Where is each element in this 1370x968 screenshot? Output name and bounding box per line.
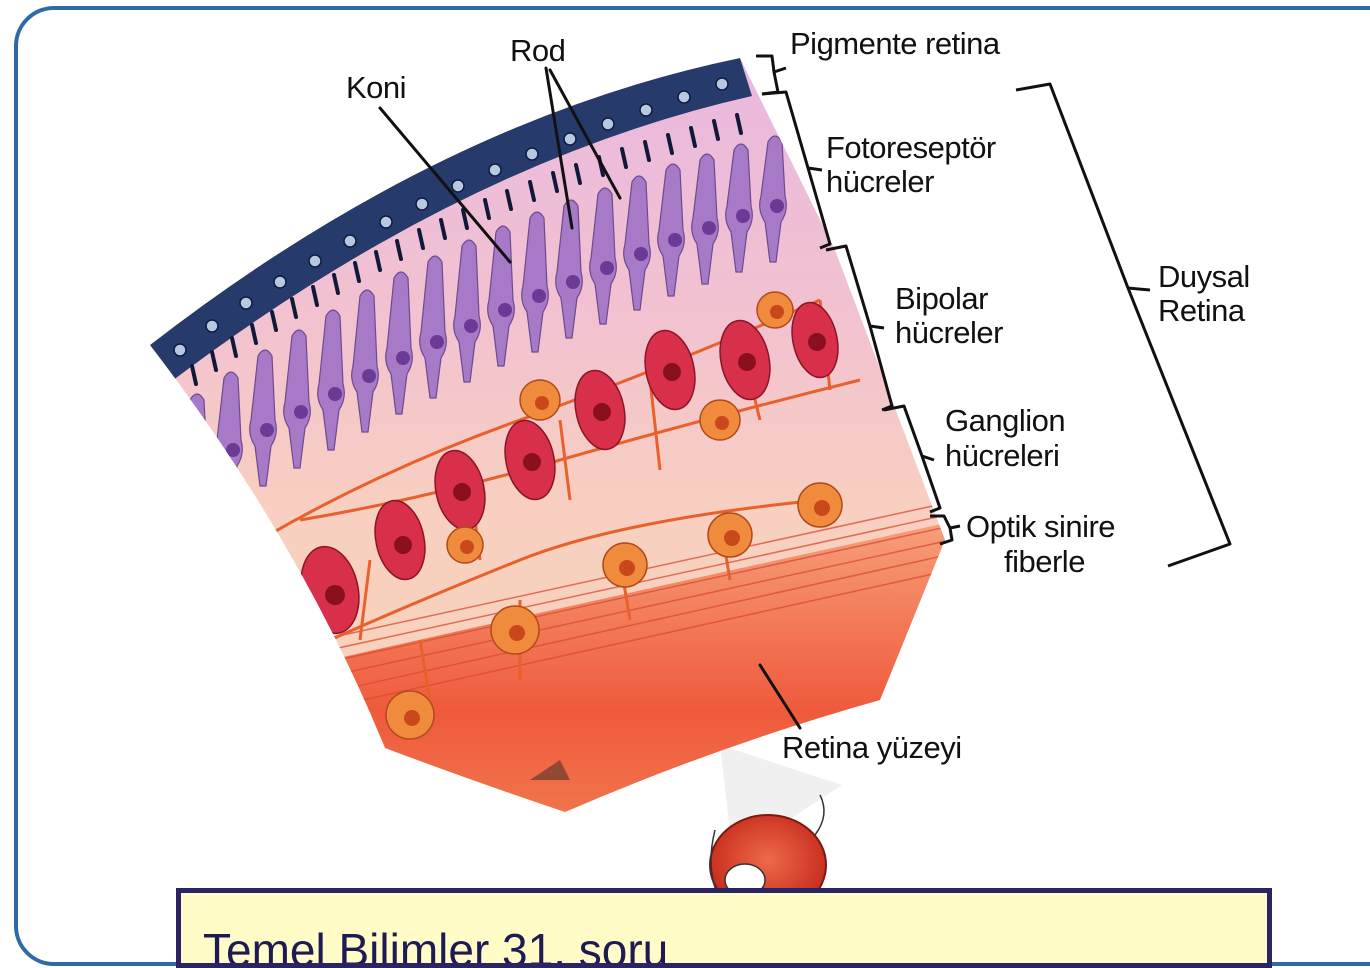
caption-box: Temel Bilimler 31. soru	[176, 888, 1272, 968]
label-rod: Rod	[510, 33, 565, 68]
label-pigmente-retina: Pigmente retina	[790, 26, 1001, 61]
retina-diagram: Koni Rod Pigmente retina Fotoreseptör hü…	[0, 0, 1370, 937]
label-ganglion-line2: hücreleri	[945, 438, 1059, 473]
label-fotoreseptor-line1: Fotoreseptör	[826, 130, 996, 165]
label-koni: Koni	[346, 70, 406, 105]
label-optik-line2: fiberle	[1004, 544, 1085, 579]
label-bipolar-line2: hücreler	[895, 315, 1003, 350]
label-bipolar-line1: Bipolar	[895, 281, 988, 316]
label-fotoreseptor-line2: hücreler	[826, 164, 934, 199]
label-duysal-line2: Retina	[1158, 293, 1246, 328]
label-ganglion-line1: Ganglion	[945, 403, 1065, 438]
label-duysal-line1: Duysal	[1158, 259, 1250, 294]
label-retina-yuzeyi: Retina yüzeyi	[782, 730, 962, 765]
caption-text: Temel Bilimler 31. soru	[203, 923, 668, 968]
label-optik-line1: Optik sinire	[966, 509, 1115, 544]
